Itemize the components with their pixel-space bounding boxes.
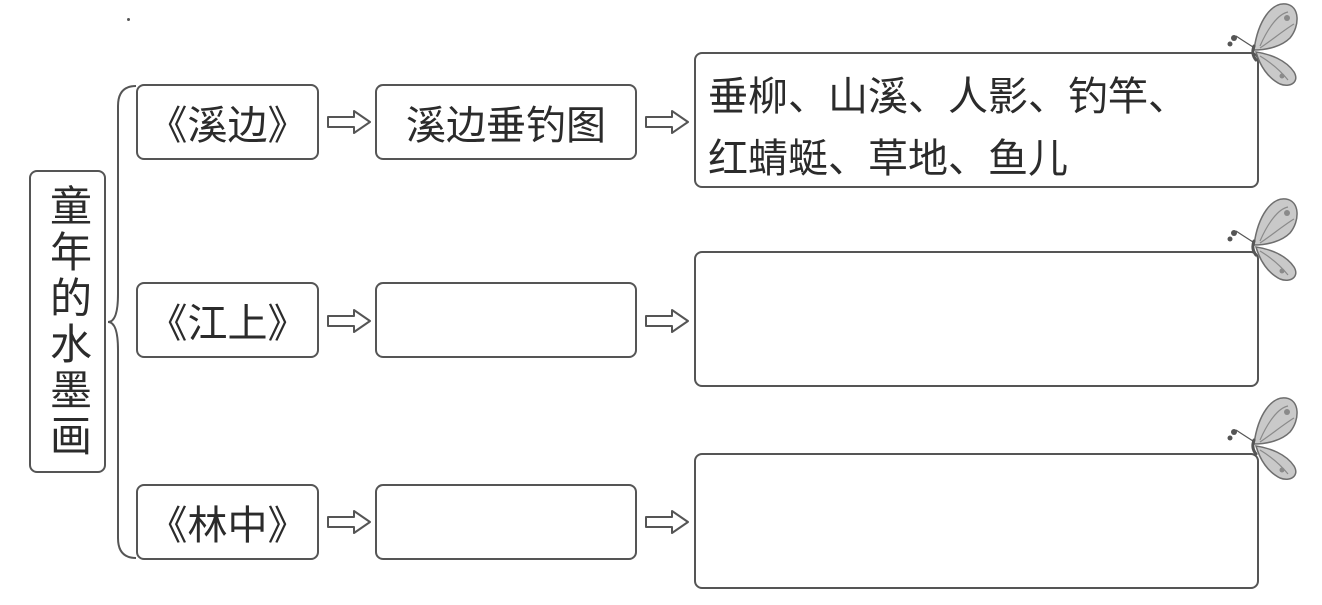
hollow-right-arrow-icon bbox=[645, 110, 689, 134]
details-line-2: 红蜻蜓、草地、鱼儿 bbox=[708, 136, 1068, 182]
butterfly-icon bbox=[1227, 3, 1298, 86]
speck-dot bbox=[127, 18, 130, 21]
poem-title-box-3: 《林中》 bbox=[136, 484, 319, 560]
diagram-title-box: 童年的水墨画 bbox=[29, 170, 106, 473]
poem-title-3: 《林中》 bbox=[147, 503, 308, 549]
poem-title-box-2: 《江上》 bbox=[136, 282, 319, 358]
details-line-1: 垂柳、山溪、人影、钓竿、 bbox=[708, 74, 1188, 120]
hollow-right-arrow-icon bbox=[645, 510, 689, 534]
hollow-right-arrow-icon bbox=[327, 110, 371, 134]
details-box-3[interactable] bbox=[694, 453, 1259, 589]
scene-box-2[interactable] bbox=[375, 282, 637, 358]
scene-box-3[interactable] bbox=[375, 484, 637, 560]
details-box-2[interactable] bbox=[694, 251, 1259, 387]
scene-box-1[interactable]: 溪边垂钓图 bbox=[375, 84, 637, 160]
butterfly-icon bbox=[1227, 397, 1298, 480]
scene-text-1: 溪边垂钓图 bbox=[406, 103, 606, 149]
hollow-right-arrow-icon bbox=[645, 309, 689, 333]
hollow-right-arrow-icon bbox=[327, 510, 371, 534]
poem-title-box-1: 《溪边》 bbox=[136, 84, 319, 160]
details-box-1[interactable]: 垂柳、山溪、人影、钓竿、 红蜻蜓、草地、鱼儿 bbox=[694, 52, 1259, 188]
hollow-right-arrow-icon bbox=[327, 309, 371, 333]
curly-brace-icon bbox=[107, 85, 137, 559]
butterfly-icon bbox=[1227, 198, 1298, 281]
diagram-title: 童年的水墨画 bbox=[43, 183, 93, 460]
poem-title-2: 《江上》 bbox=[147, 301, 308, 347]
poem-title-1: 《溪边》 bbox=[147, 103, 308, 149]
